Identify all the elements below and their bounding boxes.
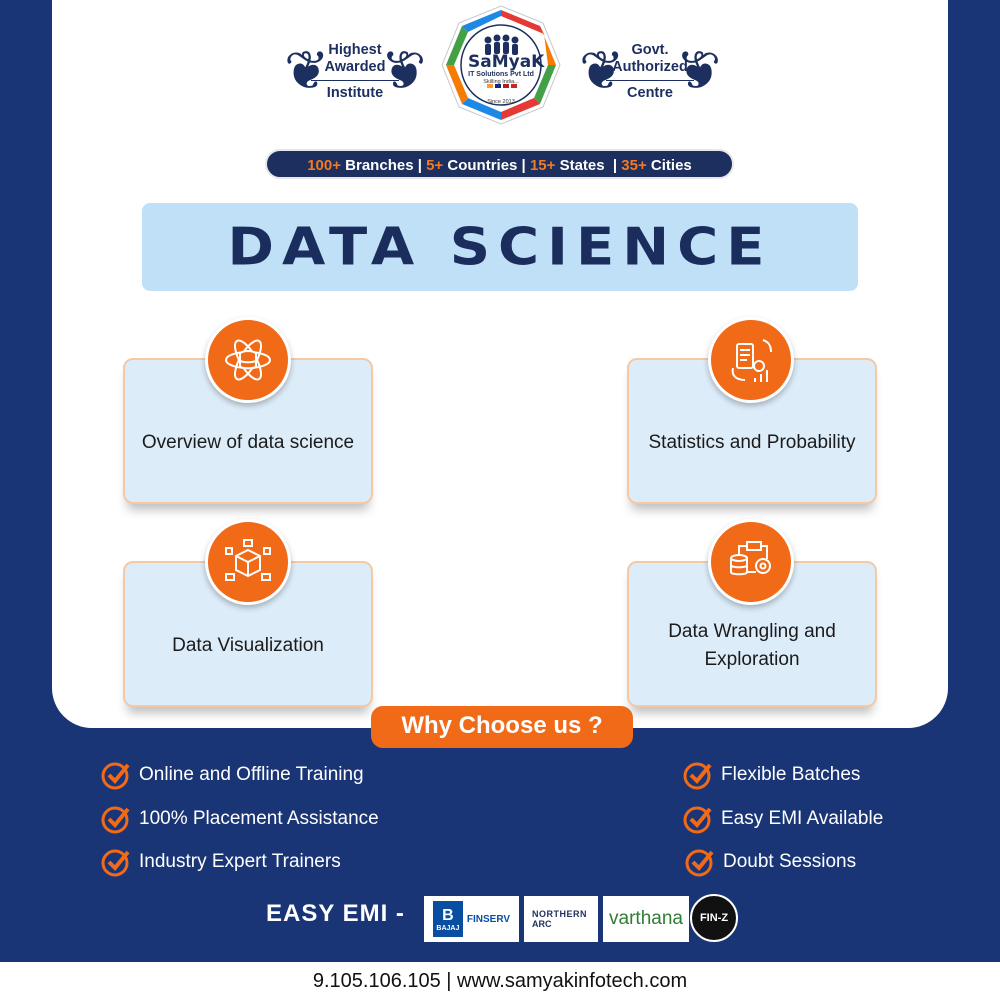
stat-label: Cities <box>650 157 692 174</box>
northern-arc-logo: NORTHERN ARC <box>524 896 598 942</box>
laurel-right-icon: ❦ <box>380 39 426 102</box>
feature-item: 100% Placement Assistance <box>101 804 379 834</box>
check-circle-icon <box>101 762 130 790</box>
module-card-overview: Overview of data science <box>123 358 373 504</box>
award-line3: Centre <box>627 85 673 101</box>
stat-number: 35+ <box>621 157 647 174</box>
samyak-logo <box>441 5 561 125</box>
arc-text: ARC <box>532 919 552 929</box>
varthana-logo: varthana <box>603 896 689 942</box>
feature-item: Flexible Batches <box>683 760 860 790</box>
module-label: Data Wrangling and Exploration <box>668 621 836 670</box>
feature-item: Easy EMI Available <box>683 804 883 834</box>
title-banner: DATA SCIENCE <box>142 203 858 291</box>
award-line1: Highest <box>328 42 382 58</box>
logo-company: IT Solutions Pvt Ltd <box>468 71 534 78</box>
award-line2: Awarded <box>324 59 386 75</box>
check-circle-icon <box>683 762 712 790</box>
feature-item: Industry Expert Trainers <box>101 847 341 877</box>
award-line1: Govt. <box>631 42 669 58</box>
feature-label: Doubt Sessions <box>723 851 857 872</box>
module-label: Statistics and Probability <box>648 432 856 453</box>
check-circle-icon <box>683 806 712 834</box>
logo-since: Since 2013 <box>487 99 515 105</box>
statistics-icon <box>708 317 794 403</box>
page-title: DATA SCIENCE <box>227 217 773 277</box>
feature-label: 100% Placement Assistance <box>139 808 379 829</box>
module-label: Data Visualization <box>172 635 324 656</box>
stats-bar: 100+ Branches | 5+ Countries | 15+ State… <box>265 149 734 179</box>
finserv-text: FINSERV <box>466 913 511 925</box>
feature-item: Online and Offline Training <box>101 760 364 790</box>
feature-label: Online and Offline Training <box>139 764 364 785</box>
logo-tagline: Skilling India... <box>483 79 519 85</box>
award-line2: Authorized <box>612 59 688 75</box>
check-circle-icon <box>685 849 714 877</box>
stat-number: 15+ <box>529 157 556 174</box>
award-highest-awarded: ❦ ❦ Highest Awarded Institute <box>280 36 430 112</box>
fin-z-logo: FIN-Z <box>690 894 738 942</box>
stat-label: States <box>559 157 605 174</box>
laurel-left-icon: ❦ <box>284 39 330 102</box>
finz-text: FIN-Z <box>699 912 729 924</box>
laurel-left-icon: ❦ <box>579 39 625 102</box>
laurel-right-icon: ❦ <box>675 39 721 102</box>
feature-label: Flexible Batches <box>721 764 861 785</box>
bajaj-finserv-logo: B BAJAJ FINSERV <box>424 896 519 942</box>
stat-number: 100+ <box>307 157 341 174</box>
varthana-text: varthana <box>609 908 683 929</box>
cube-network-icon <box>205 519 291 605</box>
bajaj-text: BAJAJ <box>436 924 460 932</box>
footer-contact: 9.105.106.105 | www.samyakinfotech.com <box>0 962 1000 1000</box>
check-circle-icon <box>101 849 130 877</box>
atom-database-icon <box>205 317 291 403</box>
feature-item: Doubt Sessions <box>685 847 856 877</box>
logo-brand: SaMyaK <box>468 52 545 72</box>
award-line3: Institute <box>326 85 384 101</box>
check-circle-icon <box>101 806 130 834</box>
award-govt-authorized: ❦ ❦ Govt. Authorized Centre <box>575 36 725 112</box>
stat-number: 5+ <box>426 157 444 174</box>
feature-label: Industry Expert Trainers <box>139 851 341 872</box>
data-flow-icon <box>708 519 794 605</box>
northern-text: NORTHERN <box>532 909 587 919</box>
module-label: Overview of data science <box>141 432 355 453</box>
easy-emi-label: EASY EMI - <box>266 900 405 927</box>
stat-label: Branches <box>345 157 414 174</box>
why-choose-us-banner: Why Choose us ? <box>371 706 633 748</box>
stat-label: Countries <box>447 157 518 174</box>
feature-label: Easy EMI Available <box>721 808 884 829</box>
